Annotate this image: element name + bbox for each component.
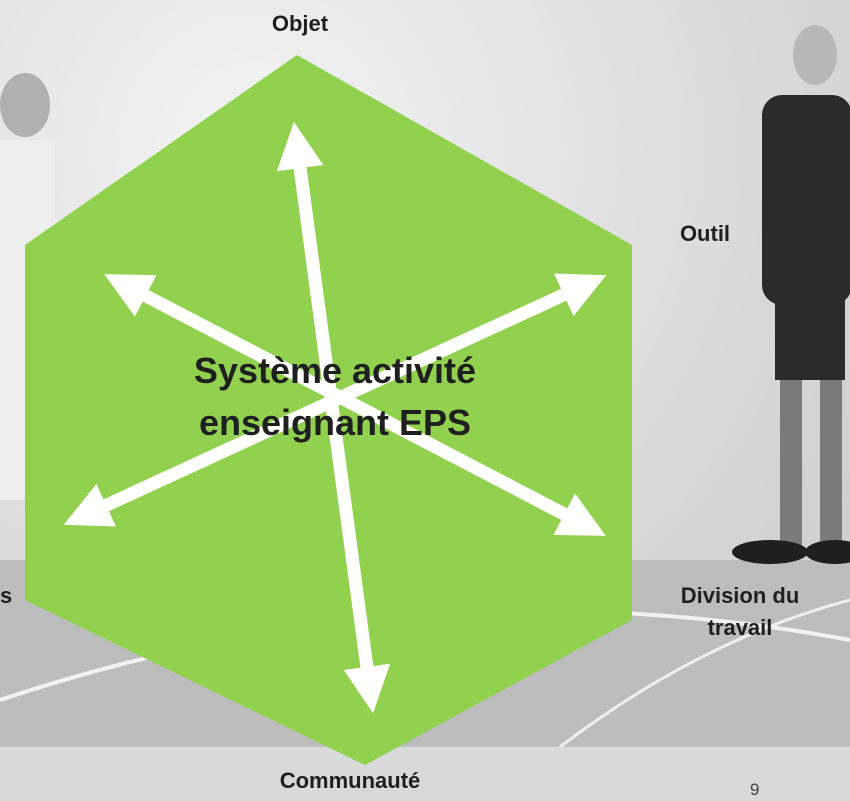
label-division-line2: travail [707, 614, 773, 640]
label-division-line1: Division du [680, 583, 800, 608]
arrow-diagonal-up [63, 273, 607, 527]
center-label-line1: Système activité [193, 350, 477, 391]
label-communaute: Communauté [279, 768, 421, 793]
label-outil: Outil [679, 221, 731, 246]
label-objet: Objet [271, 11, 329, 36]
label-division-du-travail: Division du travail [640, 580, 840, 644]
center-label: Système activité enseignant EPS [110, 345, 560, 449]
footer-bar [0, 747, 850, 801]
center-label-line2: enseignant EPS [198, 402, 472, 444]
label-left-partial: s [0, 583, 13, 608]
page-number: 9 [750, 780, 760, 799]
